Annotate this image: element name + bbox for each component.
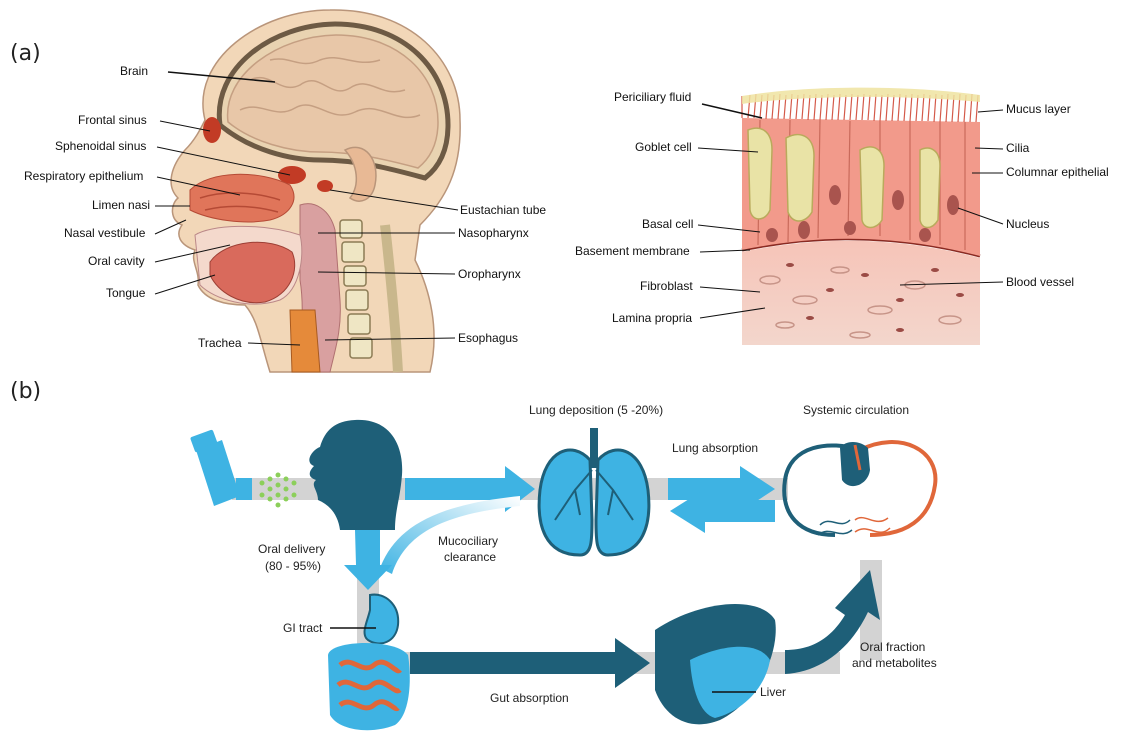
label-gut-absorption: Gut absorption bbox=[490, 691, 569, 705]
label-oral-cavity: Oral cavity bbox=[88, 254, 145, 268]
systemic-circulation-icon bbox=[784, 442, 935, 535]
label-lamina-propria: Lamina propria bbox=[612, 311, 692, 325]
label-oropharynx: Oropharynx bbox=[458, 267, 521, 281]
trachea-shape bbox=[290, 310, 320, 372]
label-esophagus: Esophagus bbox=[458, 331, 518, 345]
label-respiratory-epithelium: Respiratory epithelium bbox=[24, 169, 143, 183]
label-cilia: Cilia bbox=[1006, 141, 1030, 155]
label-lung-absorption: Lung absorption bbox=[672, 441, 758, 455]
label-mucus-layer: Mucus layer bbox=[1006, 102, 1071, 116]
label-oral-delivery-line2: (80 - 95%) bbox=[265, 559, 321, 573]
head-silhouette-icon bbox=[309, 420, 402, 530]
epithelium-illustration bbox=[742, 88, 980, 345]
label-gi-tract: GI tract bbox=[283, 621, 323, 635]
label-sphenoidal-sinus: Sphenoidal sinus bbox=[55, 139, 146, 153]
panel-b-letter: (b) bbox=[10, 379, 41, 404]
label-oral-fraction-line1: Oral fraction bbox=[860, 640, 925, 654]
label-mucociliary-line2: clearance bbox=[444, 550, 496, 564]
label-nucleus: Nucleus bbox=[1006, 217, 1049, 231]
label-limen-nasi: Limen nasi bbox=[92, 198, 150, 212]
head-sagittal-illustration bbox=[171, 10, 460, 372]
label-nasopharynx: Nasopharynx bbox=[458, 226, 529, 240]
label-brain: Brain bbox=[120, 64, 148, 78]
label-basement-membrane: Basement membrane bbox=[575, 244, 690, 258]
label-fibroblast: Fibroblast bbox=[640, 279, 693, 293]
label-liver: Liver bbox=[760, 685, 786, 699]
label-trachea: Trachea bbox=[198, 336, 242, 350]
arrow-gut-absorption bbox=[410, 638, 650, 688]
label-blood-vessel: Blood vessel bbox=[1006, 275, 1074, 289]
label-goblet-cell: Goblet cell bbox=[635, 140, 692, 154]
leader-mucus-layer bbox=[978, 110, 1003, 112]
label-oral-delivery-line1: Oral delivery bbox=[258, 542, 325, 556]
label-basal-cell: Basal cell bbox=[642, 217, 693, 231]
label-oral-fraction-line2: and metabolites bbox=[852, 656, 937, 670]
nasal-cavity-shape bbox=[190, 174, 294, 222]
mucus-layer-shape bbox=[742, 88, 980, 104]
label-mucociliary-line1: Mucociliary bbox=[438, 534, 498, 548]
label-nasal-vestibule: Nasal vestibule bbox=[64, 226, 146, 240]
label-systemic-circulation: Systemic circulation bbox=[803, 403, 909, 417]
liver-icon bbox=[655, 604, 776, 724]
label-eustachian-tube: Eustachian tube bbox=[460, 203, 546, 217]
label-tongue: Tongue bbox=[106, 286, 146, 300]
label-columnar-epithelial: Columnar epithelial bbox=[1006, 165, 1109, 179]
label-frontal-sinus: Frontal sinus bbox=[78, 113, 147, 127]
leader-periciliary-fluid bbox=[702, 104, 762, 118]
label-lung-deposition: Lung deposition (5 -20%) bbox=[529, 403, 663, 417]
panel-a-letter: (a) bbox=[10, 41, 41, 66]
lamina-propria-shape bbox=[742, 241, 980, 345]
label-periciliary-fluid: Periciliary fluid bbox=[614, 90, 691, 104]
gi-tract-icon bbox=[328, 595, 410, 731]
